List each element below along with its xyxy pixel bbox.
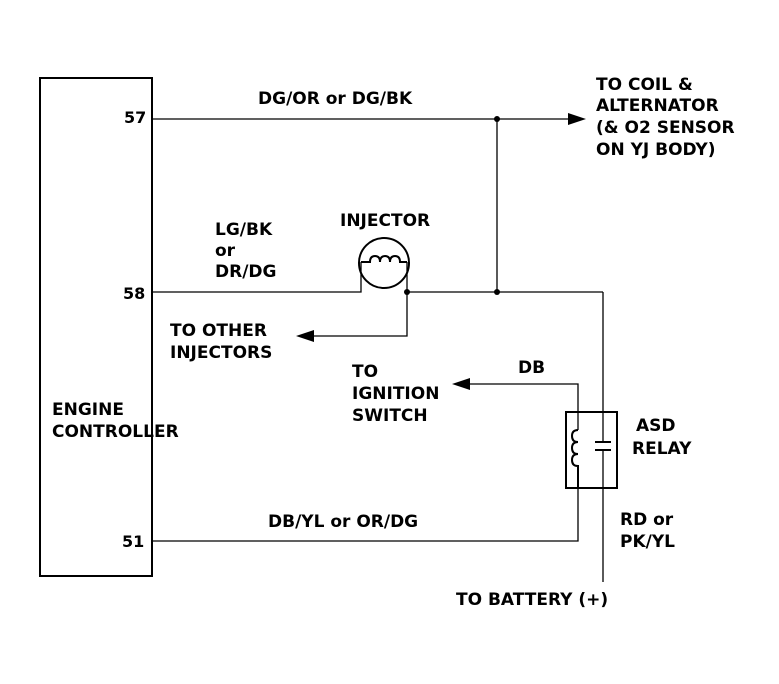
engine-controller: ENGINE CONTROLLER 57 58 51	[39, 77, 179, 577]
injector-label: INJECTOR	[340, 211, 430, 231]
wire-relay-control: DB/YL or OR/DG	[152, 488, 579, 542]
other-injectors-label-line1: TO OTHER	[170, 321, 267, 341]
wire-battery: RD or PK/YL TO BATTERY (+)	[456, 488, 675, 610]
wire-injector-label-line3: DR/DG	[215, 262, 276, 282]
coil-label-line4: ON YJ BODY)	[596, 140, 716, 160]
other-injectors-label-line2: INJECTORS	[170, 343, 272, 363]
arrow-right-icon	[568, 113, 586, 125]
wire-bottom-label: DB/YL or OR/DG	[268, 512, 418, 532]
wire-battery-label-line2: PK/YL	[620, 532, 675, 552]
wire-coil-alternator: DG/OR or DG/BK	[152, 89, 586, 125]
wire-ignition-switch: DB TO IGNITION SWITCH	[352, 358, 579, 426]
engine-controller-label-line2: CONTROLLER	[52, 422, 179, 442]
wire-injector-label-line1: LG/BK	[215, 220, 273, 240]
asd-relay: ASD RELAY	[565, 411, 692, 489]
arrow-left-icon	[452, 378, 470, 390]
wire-top-label: DG/OR or DG/BK	[258, 89, 413, 109]
injector-body	[358, 237, 410, 289]
asd-relay-box	[565, 411, 618, 489]
wire-other-injectors: TO OTHER INJECTORS	[170, 292, 408, 363]
relay-label-line1: ASD	[636, 416, 676, 436]
destination-coil-alternator: TO COIL & ALTERNATOR (& O2 SENSOR ON YJ …	[596, 75, 735, 160]
relay-coil-icon	[570, 429, 579, 488]
wire-ignition-label: DB	[518, 358, 545, 378]
coil-label-line2: ALTERNATOR	[596, 96, 719, 116]
wire-injector-label-line2: or	[215, 241, 236, 261]
pin-58-label: 58	[123, 284, 145, 303]
pin-57-label: 57	[124, 108, 146, 127]
ignition-label-line2: IGNITION	[352, 384, 439, 404]
engine-controller-label-line1: ENGINE	[52, 400, 124, 420]
pin-51-label: 51	[122, 532, 144, 551]
battery-label: TO BATTERY (+)	[456, 590, 608, 610]
injector: INJECTOR	[340, 211, 430, 292]
engine-controller-box	[39, 77, 153, 577]
coil-label-line3: (& O2 SENSOR	[596, 118, 735, 138]
wire-injector-feed: LG/BK or DR/DG	[152, 220, 362, 293]
wire-battery-label-line1: RD or	[620, 510, 674, 530]
ignition-label-line1: TO	[352, 362, 378, 382]
injector-coil-icon	[361, 254, 407, 263]
coil-label-line1: TO COIL &	[596, 75, 693, 95]
ignition-label-line3: SWITCH	[352, 406, 428, 426]
relay-label-line2: RELAY	[632, 439, 692, 459]
junction-dot-top	[494, 116, 500, 122]
arrow-left-icon	[296, 330, 314, 342]
